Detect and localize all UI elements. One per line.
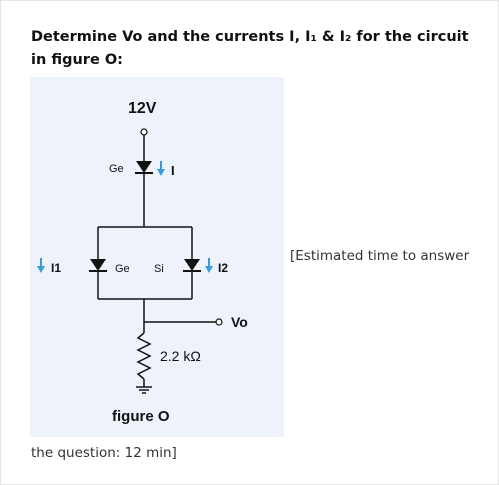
current-i1-label: I1 — [51, 261, 61, 275]
time-note-part1: [Estimated time to answer — [290, 248, 470, 264]
supply-label: 12V — [128, 100, 157, 117]
output-terminal — [215, 318, 223, 326]
circuit-figure: 12V Ge I Ge — [30, 77, 284, 437]
resistor-symbol — [136, 332, 152, 380]
current-i2-label: I2 — [218, 261, 228, 275]
supply-terminal — [140, 128, 148, 136]
left-diode-symbol — [89, 259, 107, 272]
ground-icon — [136, 386, 152, 394]
time-note-part2: the question: 12 min] — [31, 445, 177, 461]
output-label: Vo — [231, 314, 248, 330]
current-i-arrow — [157, 161, 165, 176]
question-text: Determine Vo and the currents I, I₁ & I₂… — [31, 29, 469, 68]
resistor-label: 2.2 kΩ — [160, 348, 201, 364]
top-diode-symbol — [135, 161, 153, 174]
circuit-diagram: 12V Ge I Ge — [37, 100, 248, 425]
current-i-label: I — [171, 163, 175, 178]
left-diode-label: Ge — [115, 263, 130, 275]
right-diode-label: Si — [154, 263, 164, 275]
right-diode-symbol — [183, 259, 201, 272]
figure-caption: figure O — [112, 408, 170, 425]
top-diode-label: Ge — [109, 163, 124, 175]
current-i1-arrow — [37, 258, 45, 273]
current-i2-arrow — [205, 258, 213, 273]
